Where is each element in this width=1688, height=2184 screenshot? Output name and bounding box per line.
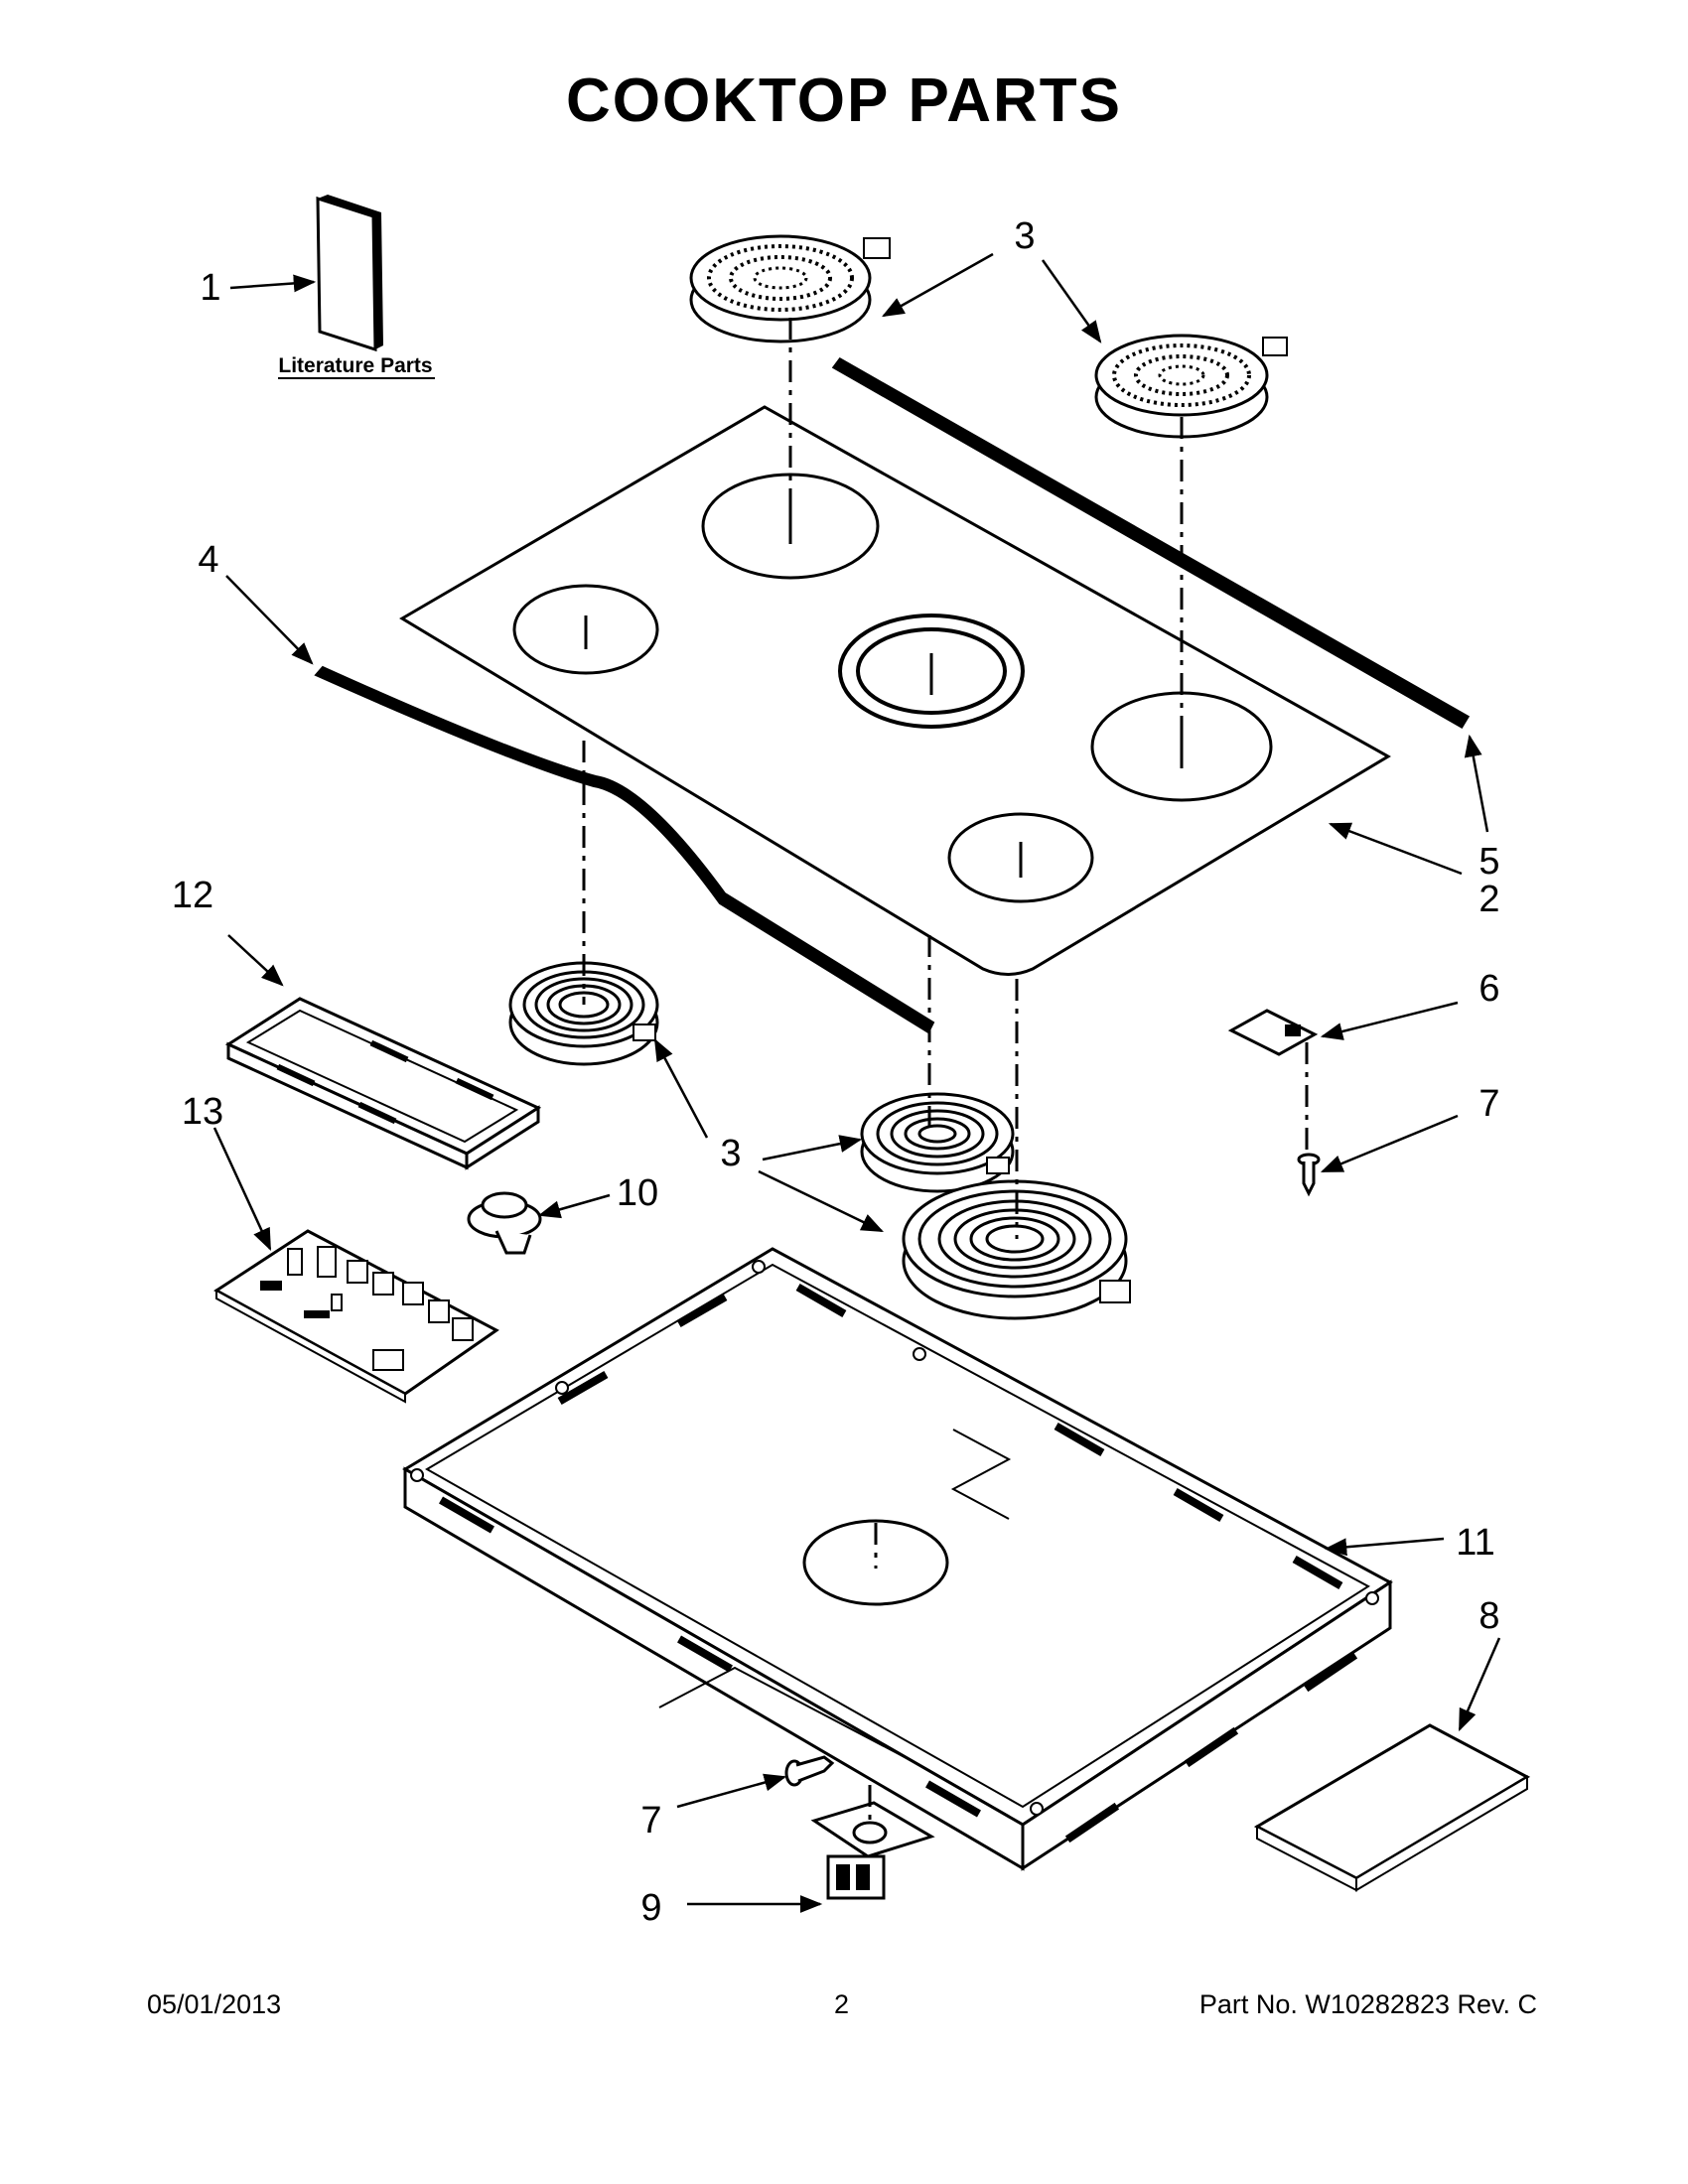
callout-4: 4	[198, 539, 218, 581]
front-trim-strip[interactable]	[314, 665, 935, 1034]
callout-3-top: 3	[1014, 215, 1035, 257]
callout-2: 2	[1478, 879, 1499, 920]
callout-13: 13	[182, 1091, 223, 1133]
callout-5: 5	[1478, 841, 1499, 883]
glass-burner-ring	[701, 473, 880, 580]
callout-1: 1	[200, 267, 220, 309]
glass-burner-ring	[512, 584, 659, 675]
screw-right[interactable]	[1297, 1153, 1321, 1197]
temperature-sensor[interactable]	[467, 1191, 542, 1255]
control-board[interactable]	[213, 1229, 499, 1404]
callout-12: 12	[172, 875, 213, 916]
callout-7-bottom: 7	[640, 1800, 661, 1842]
callout-7-right: 7	[1478, 1083, 1499, 1125]
callout-10: 10	[617, 1172, 658, 1214]
footer-page-number: 2	[834, 1989, 850, 2019]
rear-trim-strip[interactable]	[831, 357, 1471, 730]
cooktop-glass[interactable]	[399, 405, 1391, 976]
cooktop-box[interactable]	[402, 1247, 1393, 1871]
glass-burner-ring	[947, 812, 1094, 903]
callout-11: 11	[1456, 1522, 1494, 1564]
footer-part-number: Part No. W10282823 Rev. C	[1198, 1989, 1537, 2019]
coil-element-left[interactable]	[508, 961, 659, 1066]
access-cover[interactable]	[1253, 1723, 1531, 1892]
callout-3-middle: 3	[720, 1133, 741, 1174]
page-title: COOKTOP PARTS	[566, 67, 1122, 135]
callout-9: 9	[640, 1887, 661, 1929]
radiant-element-top-right[interactable]	[1094, 334, 1288, 439]
callout-6: 6	[1478, 968, 1499, 1010]
footer-date: 05/01/2013	[147, 1989, 282, 2019]
literature-parts-label: Literature Parts	[278, 354, 432, 377]
coil-element-large[interactable]	[902, 1179, 1131, 1320]
callout-arrows	[212, 252, 1501, 1913]
screw-bottom[interactable]	[784, 1755, 835, 1787]
coil-element-center[interactable]	[860, 1092, 1015, 1193]
control-tray[interactable]	[224, 997, 542, 1170]
mounting-bracket[interactable]	[1227, 1009, 1319, 1056]
glass-burner-ring	[856, 627, 1007, 715]
glass-burner-ring	[838, 614, 1025, 729]
callout-8: 8	[1478, 1595, 1499, 1637]
burner-hole-markers	[584, 506, 1184, 878]
assembly-lines	[582, 318, 1309, 1827]
radiant-element-top-left[interactable]	[689, 234, 891, 343]
cooling-fan-motor[interactable]	[810, 1801, 935, 1900]
literature-booklet[interactable]	[316, 195, 383, 352]
